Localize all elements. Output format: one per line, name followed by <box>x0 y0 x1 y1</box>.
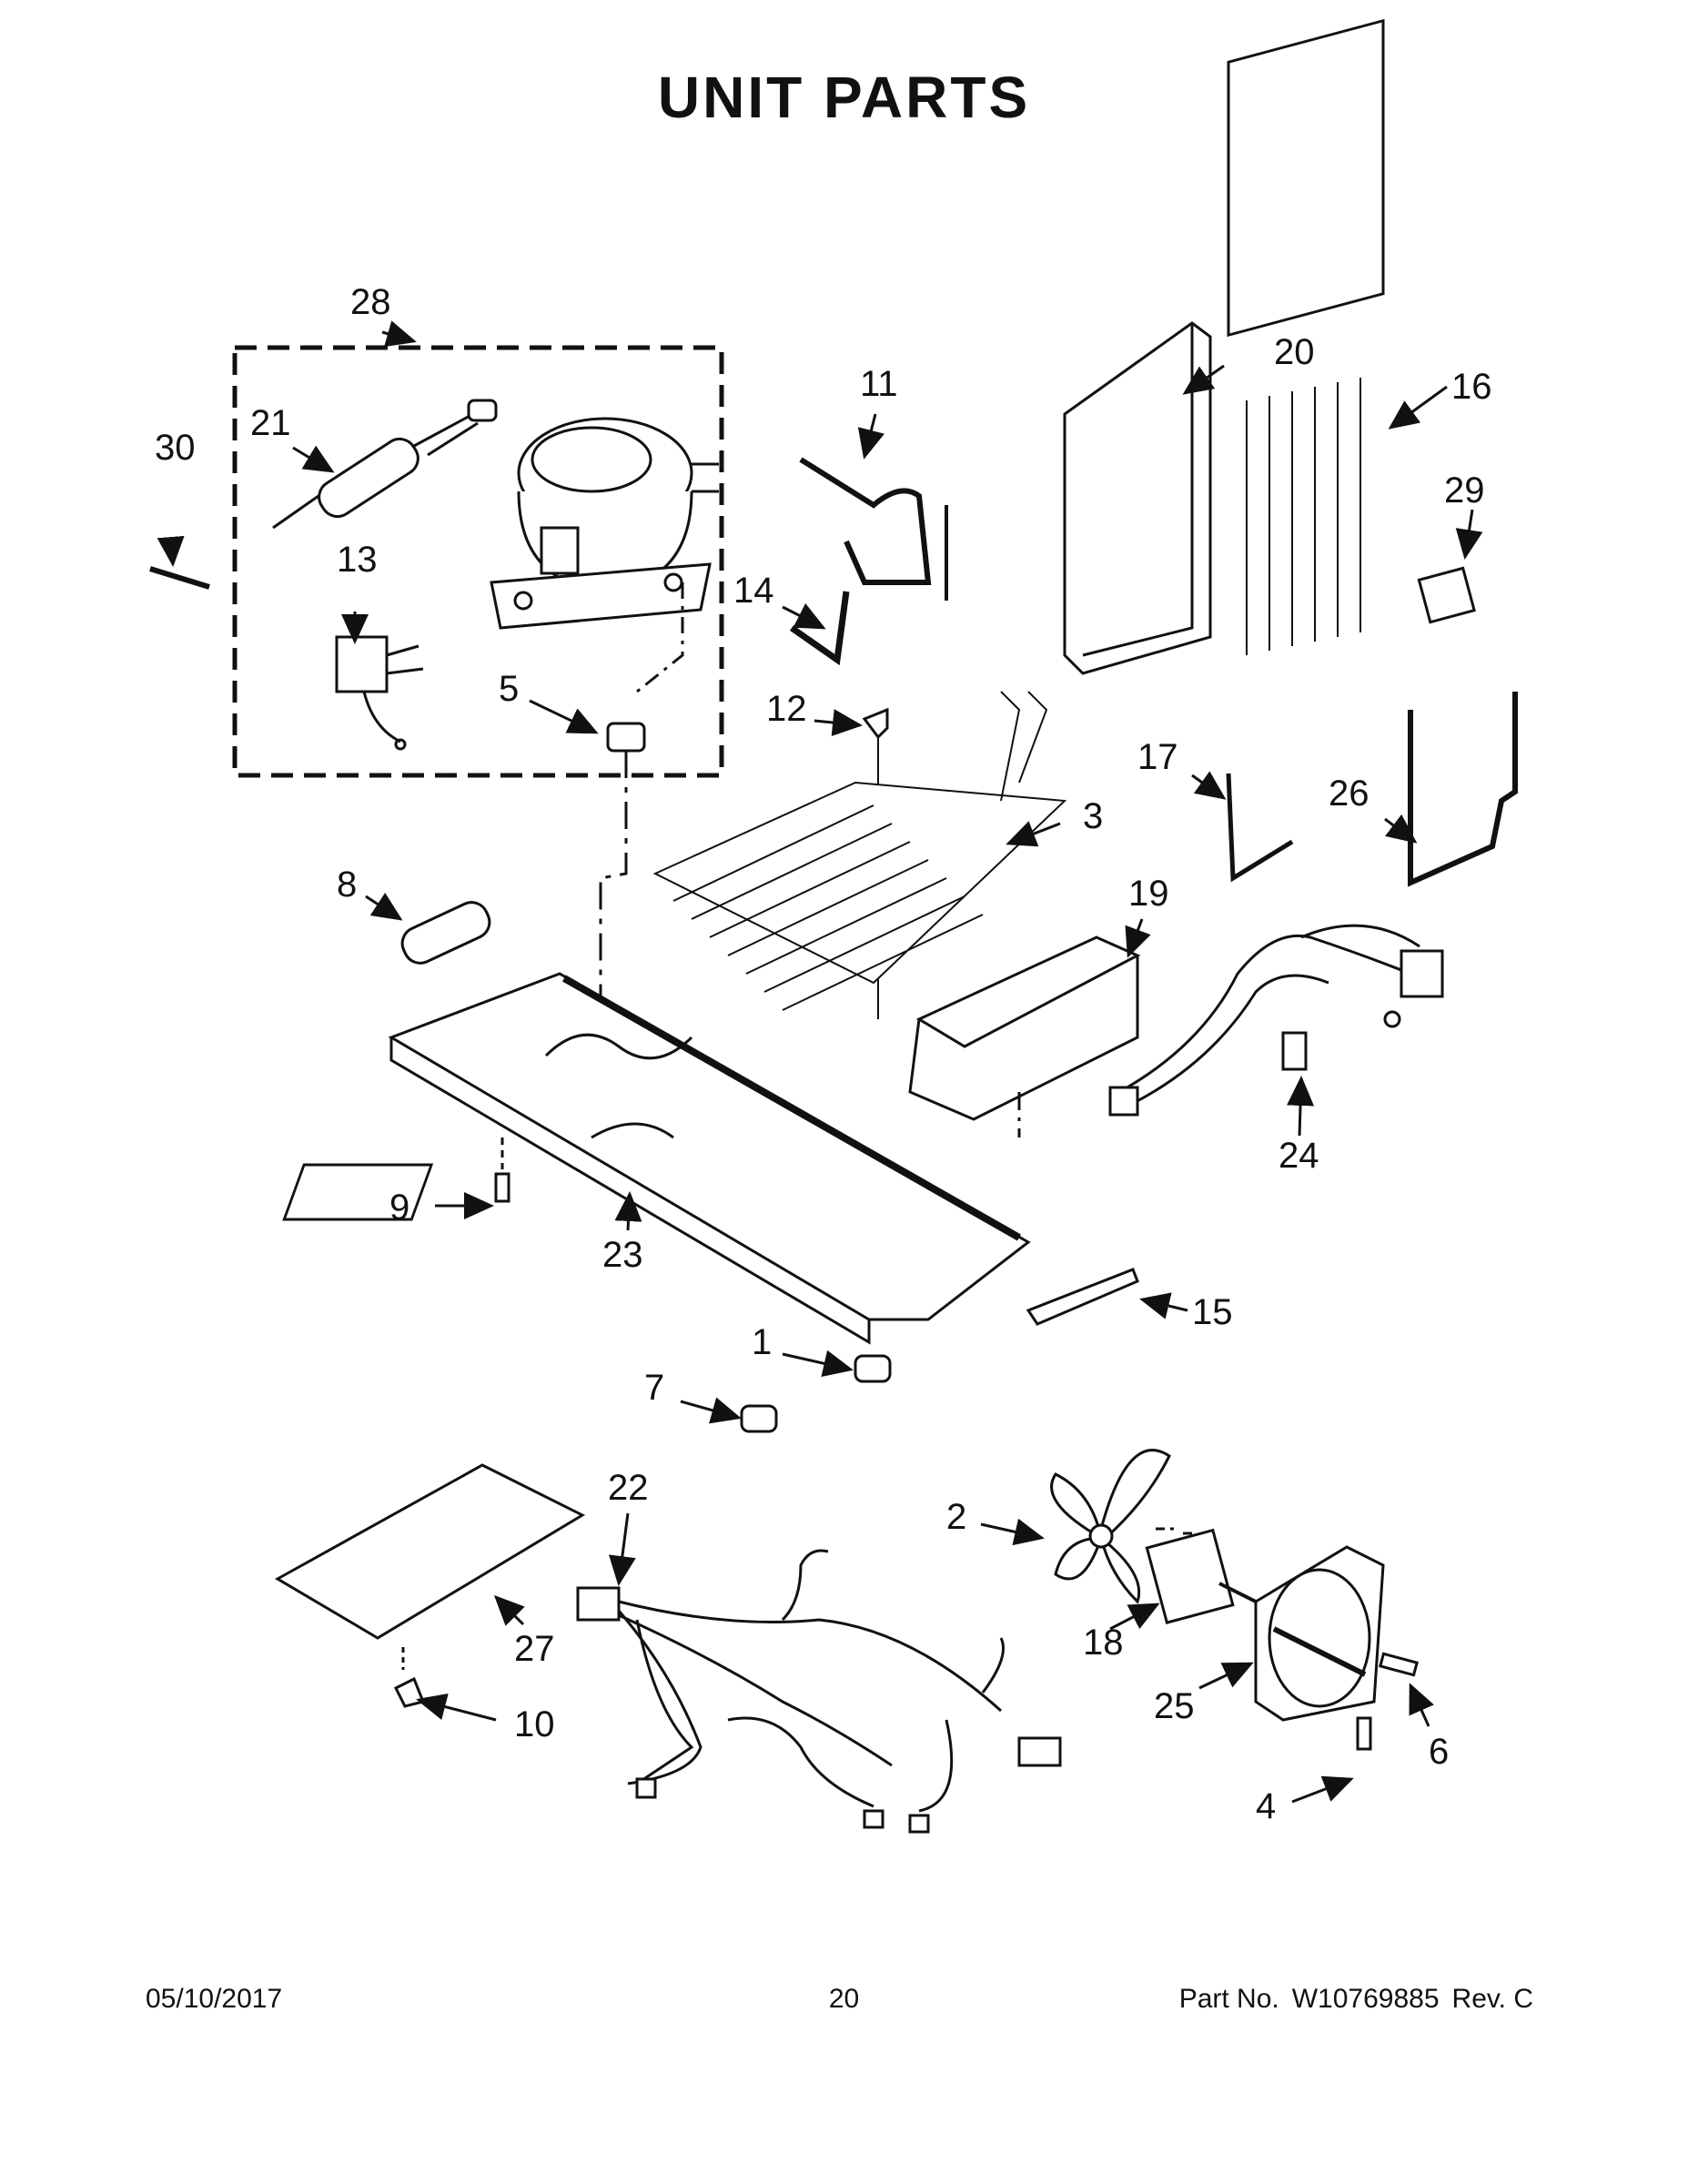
callout-21: 21 <box>250 403 291 443</box>
part-number: W10769885 <box>1291 1984 1440 2014</box>
callout-1: 1 <box>752 1322 772 1362</box>
part-16-evaporator <box>1227 18 1385 655</box>
revision: Rev. C <box>1451 1984 1533 2014</box>
part-7-grommet <box>740 1404 778 1433</box>
page-title: UNIT PARTS <box>657 65 1031 130</box>
callout-24: 24 <box>1279 1136 1319 1176</box>
callout-16: 16 <box>1451 367 1492 407</box>
callout-14: 14 <box>733 571 774 611</box>
footer-page-number: 20 <box>828 1984 860 2014</box>
callout-4: 4 <box>1256 1786 1276 1826</box>
part-21-drier <box>272 399 498 530</box>
footer-date: 05/10/2017 <box>146 1984 283 2014</box>
part-29-sensor <box>1417 566 1476 624</box>
part-2-fan-blade <box>1050 1449 1171 1604</box>
part-14-tube <box>789 591 850 666</box>
callout-30: 30 <box>155 428 196 468</box>
callout-29: 29 <box>1444 470 1485 511</box>
part-15-tie <box>1026 1268 1139 1326</box>
callout-20: 20 <box>1274 332 1315 372</box>
callout-19: 19 <box>1128 874 1169 914</box>
part-30-clip <box>149 566 210 590</box>
part-18-fan-motor <box>1145 1527 1257 1624</box>
part-8-sleeve <box>400 901 491 965</box>
part-20-evaporator-cover <box>1063 321 1212 675</box>
part-9-screw <box>494 1172 510 1203</box>
part-22-harness <box>576 1549 1062 1834</box>
part-25-fan-shroud <box>1254 1545 1385 1722</box>
part-5-grommet <box>599 582 684 1046</box>
callout-25: 25 <box>1154 1686 1195 1726</box>
callout-2: 2 <box>946 1497 966 1537</box>
callout-28: 28 <box>350 282 391 322</box>
callout-9: 9 <box>389 1188 409 1228</box>
part-4-screw <box>1356 1716 1372 1751</box>
callout-13: 13 <box>337 540 378 580</box>
part-19-drain-pan <box>915 935 1141 1048</box>
kit-28-dashed-box <box>232 345 724 778</box>
part-label: Part No. <box>1178 1984 1279 2014</box>
callout-5: 5 <box>499 669 519 709</box>
part-17-hook <box>1226 773 1294 883</box>
part-1-grommet <box>854 1354 892 1383</box>
callout-18: 18 <box>1083 1623 1124 1663</box>
callout-23: 23 <box>602 1235 643 1275</box>
callout-15: 15 <box>1192 1292 1233 1332</box>
callout-27: 27 <box>514 1629 555 1669</box>
part-11-tube <box>799 457 932 585</box>
callout-3: 3 <box>1083 796 1103 836</box>
part-12-clip <box>862 707 889 740</box>
callout-10: 10 <box>514 1704 555 1744</box>
callout-12: 12 <box>766 689 807 729</box>
part-13-relay <box>335 635 424 751</box>
callout-17: 17 <box>1137 737 1178 777</box>
part-23-base-plate <box>282 972 1031 1345</box>
callout-11: 11 <box>860 364 898 404</box>
part-compressor <box>490 417 719 630</box>
part-26-tube <box>1408 692 1518 887</box>
part-6-screw <box>1378 1652 1420 1677</box>
callout-22: 22 <box>608 1468 649 1508</box>
part-27-insulation <box>274 1463 586 1640</box>
part-24-harness <box>1108 924 1444 1117</box>
part-10-clip <box>393 1676 426 1708</box>
callout-7: 7 <box>644 1368 664 1408</box>
part-3-condenser <box>652 691 1067 1011</box>
footer-part-number: Part No. W10769885 Rev. C <box>1167 1984 1533 2015</box>
callout-26: 26 <box>1329 774 1370 814</box>
callout-8: 8 <box>337 864 357 905</box>
callout-6: 6 <box>1429 1732 1449 1772</box>
